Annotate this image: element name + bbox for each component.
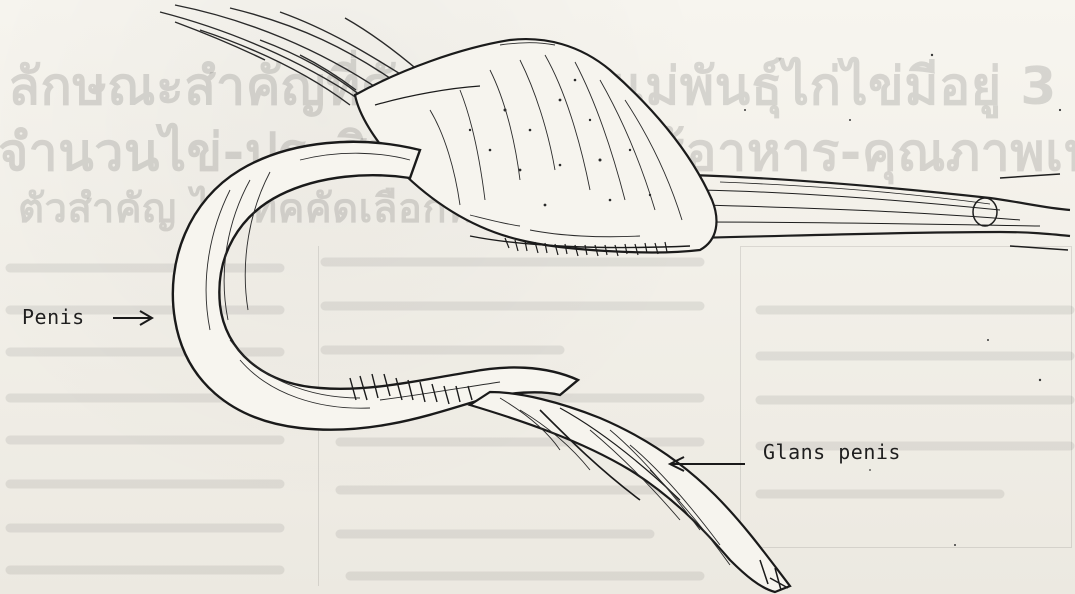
feather-shaft	[690, 174, 1070, 250]
cloaca-body	[355, 39, 716, 252]
arrow-left-icon	[670, 457, 745, 471]
paper-specks	[744, 54, 1061, 546]
glans-penis-label: Glans penis	[763, 440, 901, 464]
penis-label: Penis	[22, 305, 85, 329]
